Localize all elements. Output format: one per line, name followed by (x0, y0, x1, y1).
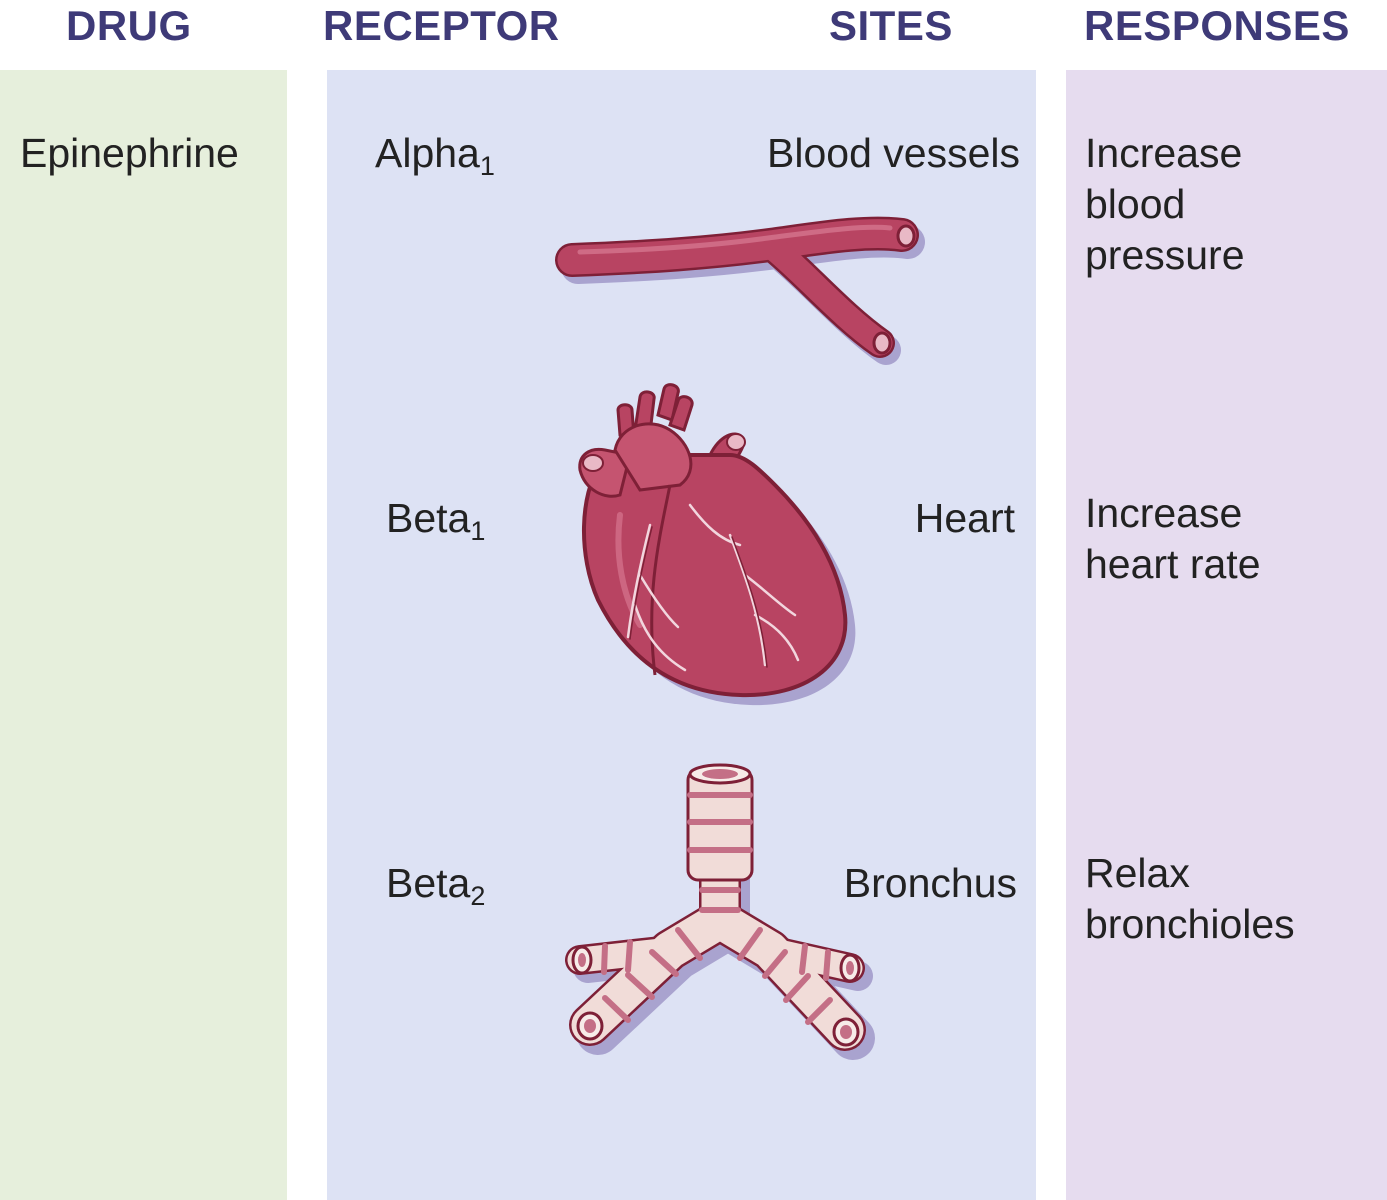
receptor-name: Beta (386, 495, 471, 541)
response-line: Relax (1085, 850, 1190, 896)
receptor-beta1: Beta1 (386, 493, 486, 546)
heart-icon (578, 383, 856, 706)
response-line: bronchioles (1085, 901, 1295, 947)
header-drug: DRUG (66, 2, 192, 49)
site-bronchus: Bronchus (843, 860, 1017, 906)
header-sites: SITES (829, 2, 953, 49)
receptor-beta2: Beta2 (386, 858, 486, 911)
receptor-subscript: 1 (479, 151, 495, 181)
site-blood-vessels: Blood vessels (767, 130, 1020, 176)
receptor-alpha1: Alpha1 (375, 128, 495, 181)
response-line: blood (1085, 181, 1186, 227)
response-line: Increase (1085, 490, 1243, 536)
header-responses: RESPONSES (1084, 2, 1350, 49)
drug-name: Epinephrine (20, 130, 239, 176)
response-line: Increase (1085, 130, 1243, 176)
response-heart-rate: Increase heart rate (1085, 488, 1261, 590)
drug-column (0, 70, 287, 1200)
blood-vessel-icon (555, 216, 925, 365)
response-line: pressure (1085, 232, 1245, 278)
receptor-subscript: 2 (470, 881, 486, 911)
response-bronchioles: Relax bronchioles (1085, 848, 1295, 950)
response-blood-pressure: Increase blood pressure (1085, 128, 1245, 281)
response-line: heart rate (1085, 541, 1261, 587)
header-receptor: RECEPTOR (323, 2, 560, 49)
bronchus-icon (565, 763, 875, 1060)
receptor-name: Beta (386, 860, 471, 906)
responses-column (1066, 70, 1387, 1200)
receptor-name: Alpha (375, 130, 480, 176)
site-heart: Heart (914, 495, 1015, 541)
receptor-subscript: 1 (470, 516, 486, 546)
